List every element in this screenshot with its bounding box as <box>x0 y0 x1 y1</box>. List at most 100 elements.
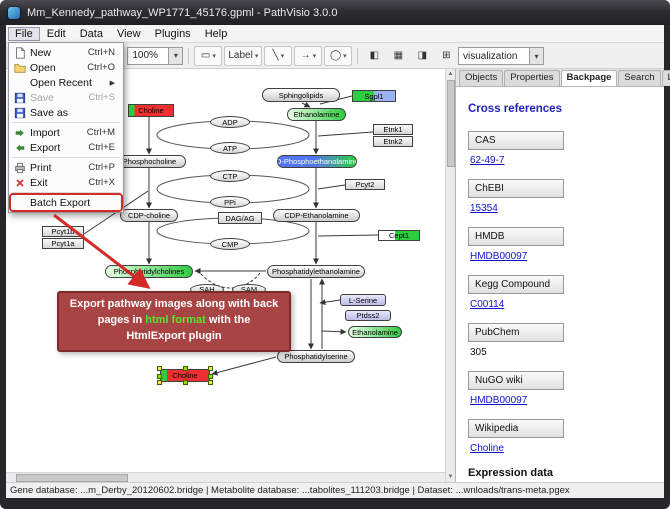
pathway-node-ctp[interactable]: CTP <box>210 170 250 182</box>
scroll-down-icon[interactable]: ▼ <box>447 474 454 480</box>
chevron-down-icon[interactable]: ▾ <box>168 47 183 64</box>
line-tool-button[interactable]: ╲▾ <box>264 45 293 66</box>
pathway-node-dag-ag[interactable]: DAG/AG <box>218 212 262 224</box>
pathway-node-cdp-ethanolamine[interactable]: CDP-Ethanolamine <box>273 209 360 222</box>
title-bar[interactable]: Mm_Kennedy_pathway_WP1771_45176.gpml - P… <box>0 0 670 25</box>
menu-edit[interactable]: Edit <box>46 27 66 40</box>
align-right-button[interactable]: ◨ <box>411 46 433 66</box>
selection-handle[interactable] <box>183 380 188 385</box>
menu-data[interactable]: Data <box>79 27 103 40</box>
file-menu-item-open-recent[interactable]: Open Recent▶ <box>9 75 123 90</box>
menu-item-shortcut: Ctrl+M <box>86 127 115 138</box>
pathway-node-etnk1[interactable]: Etnk1 <box>373 124 413 135</box>
pathway-node-adp[interactable]: ADP <box>210 116 250 128</box>
pathway-node-sphingolipids[interactable]: Sphingolipids <box>262 88 340 102</box>
expression-data-title: Expression data <box>468 467 553 479</box>
callout-line-2: pages in html format with the <box>59 312 289 328</box>
distribute-horizontal-button[interactable]: ⊞ <box>435 46 457 66</box>
backpage-link[interactable]: HMDB00097 <box>470 251 528 262</box>
datanode-tool-button[interactable]: ▭▾ <box>194 45 223 66</box>
pathway-node-cdp-choline[interactable]: CDP-choline <box>120 209 178 222</box>
pathway-node-etnk2[interactable]: Etnk2 <box>373 136 413 147</box>
menu-item-label: Save <box>30 91 54 104</box>
pathway-node-phosphatidylethanolamine[interactable]: Phosphatidylethanolamine <box>267 265 365 278</box>
backpage-section-header: HMDB <box>468 227 564 246</box>
tab-objects[interactable]: Objects <box>459 70 504 86</box>
shape-tool-button-icon: ◯ <box>329 50 342 61</box>
exit-icon <box>12 176 27 189</box>
pathway-node-cmp[interactable]: CMP <box>210 238 250 250</box>
pathway-node-phosphocholine[interactable]: Phosphocholine <box>113 155 186 168</box>
scroll-up-icon[interactable]: ▲ <box>447 71 454 77</box>
label-tool-button[interactable]: Label▾ <box>224 45 263 66</box>
tab-properties[interactable]: Properties <box>504 70 560 86</box>
selection-handle[interactable] <box>208 373 213 379</box>
pathway-node-ethanolamine[interactable]: Ethanolamine <box>348 326 402 338</box>
align-right-button-icon: ◨ <box>417 50 428 61</box>
pathway-node-sgpl1[interactable]: Sgpl1 <box>352 90 396 102</box>
menu-view[interactable]: View <box>116 27 141 40</box>
blank-icon <box>12 76 27 89</box>
zoom-value: 100% <box>132 50 158 61</box>
backpage-link[interactable]: 15354 <box>470 203 498 214</box>
tab-backpage[interactable]: Backpage <box>560 70 618 86</box>
menu-item-shortcut: Ctrl+N <box>87 47 115 58</box>
chevron-down-icon[interactable]: ▾ <box>529 48 543 64</box>
menu-item-label: Open Recent <box>30 76 92 89</box>
vertical-scrollbar-thumb[interactable] <box>447 80 456 167</box>
align-left-button[interactable]: ◧ <box>363 46 385 66</box>
pathway-node-pcyt1a[interactable]: Pcyt1a <box>42 238 84 249</box>
zoom-select[interactable]: 100% ▾ <box>127 46 184 65</box>
menu-item-label: New <box>30 46 52 59</box>
tab-search[interactable]: Search <box>618 70 661 86</box>
pathway-node-o-phosphoethanolamine[interactable]: O-Phosphoethanolamine <box>277 155 357 168</box>
align-center-button[interactable]: ▦ <box>387 46 409 66</box>
shape-tool-button[interactable]: ◯▾ <box>324 45 353 66</box>
menu-file[interactable]: File <box>8 26 40 41</box>
print-icon <box>12 161 27 174</box>
arrow-tool-button[interactable]: →▾ <box>294 45 323 66</box>
pathway-node-ppi[interactable]: PPi <box>210 196 250 208</box>
pathway-node-l-serine[interactable]: L-Serine <box>340 294 386 306</box>
menu-plugins[interactable]: Plugins <box>154 27 191 40</box>
selection-handle[interactable] <box>157 380 162 385</box>
pathway-node-phosphatidylserine[interactable]: Phosphatidylserine <box>277 350 355 363</box>
canvas-vertical-scrollbar[interactable]: ▲ ▼ <box>445 69 456 482</box>
pathway-node-phosphatidylcholines[interactable]: Phosphatidylcholines <box>105 265 193 278</box>
pathway-node-atp[interactable]: ATP <box>210 142 250 154</box>
pathway-node-ptdss2[interactable]: Ptdss2 <box>345 310 391 321</box>
menu-help[interactable]: Help <box>204 27 228 40</box>
file-menu-item-batch-export[interactable]: Batch Export <box>9 193 123 212</box>
backpage-link[interactable]: Choline <box>470 443 504 454</box>
menu-item-shortcut: Ctrl+P <box>88 162 115 173</box>
file-menu-item-save-as[interactable]: Save as <box>9 105 123 120</box>
backpage-link[interactable]: HMDB00097 <box>470 395 528 406</box>
pathway-node-ethanolamine[interactable]: Ethanolamine <box>287 108 346 121</box>
visualization-select[interactable]: visualization ▾ <box>458 47 544 65</box>
horizontal-scrollbar-thumb[interactable] <box>16 474 128 482</box>
pathway-node-cept1[interactable]: Cept1 <box>378 230 420 241</box>
selection-handle[interactable] <box>183 366 188 371</box>
folder-icon <box>12 61 27 74</box>
chevron-down-icon: ▾ <box>212 52 216 60</box>
selection-handle[interactable] <box>208 366 213 371</box>
selection-handle[interactable] <box>157 366 162 371</box>
callout-text: pages in <box>97 314 146 326</box>
tab-legend[interactable]: Legend <box>661 70 670 86</box>
pathway-node-choline[interactable]: Choline <box>128 104 174 117</box>
selection-handle[interactable] <box>208 380 213 385</box>
selection-handle[interactable] <box>157 373 162 379</box>
pathway-node-pcyt2[interactable]: Pcyt2 <box>345 179 385 190</box>
pathway-node-pcyt1b[interactable]: Pcyt1b <box>42 226 84 237</box>
backpage-link[interactable]: 62-49-7 <box>470 155 505 166</box>
file-menu-item-new[interactable]: New Ctrl+N <box>9 45 123 60</box>
backpage-link[interactable]: C00114 <box>470 299 505 310</box>
canvas-horizontal-scrollbar[interactable] <box>6 472 446 482</box>
